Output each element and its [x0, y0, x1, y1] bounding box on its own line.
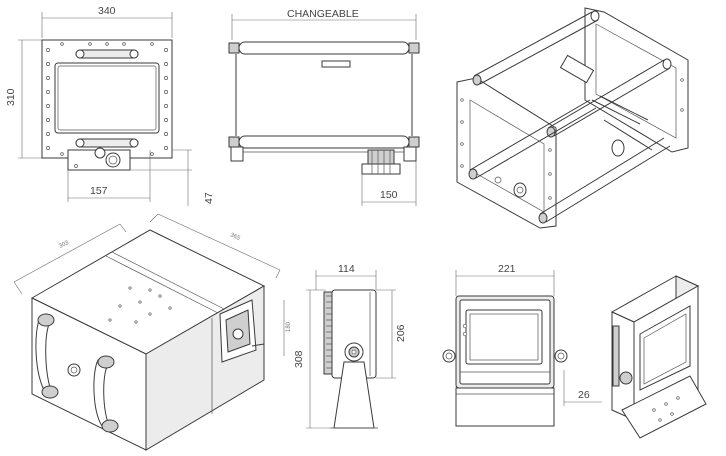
front-view: 221 26 [442, 263, 602, 427]
dim-26-label: 26 [578, 389, 590, 401]
dim-47-label: 47 [203, 192, 215, 204]
dim-157-label: 157 [90, 185, 108, 197]
dim-308-label: 308 [293, 350, 305, 368]
dim-303-label: 303 [58, 240, 70, 250]
dim-310-label: 310 [5, 88, 17, 106]
changeable-label: CHANGEABLE [287, 8, 359, 20]
dim-365-label: 365 [229, 232, 241, 242]
dim-206-label: 206 [395, 324, 407, 342]
dim-221-label: 221 [498, 263, 516, 275]
dim-114-label: 114 [338, 263, 355, 275]
front-frame-view: 340 310 [5, 5, 215, 206]
dim-180-label: 180 [286, 321, 292, 332]
side-frame-view: CHANGEABLE 150 [228, 8, 420, 206]
iso-enclosure-view: 303 365 180 [13, 213, 292, 451]
dim-340-label: 340 [98, 5, 116, 17]
side-view: 114 308 206 [293, 263, 407, 429]
dim-150-label: 150 [380, 189, 398, 201]
iso-frame-view [456, 7, 689, 229]
iso-device-view [610, 275, 707, 439]
